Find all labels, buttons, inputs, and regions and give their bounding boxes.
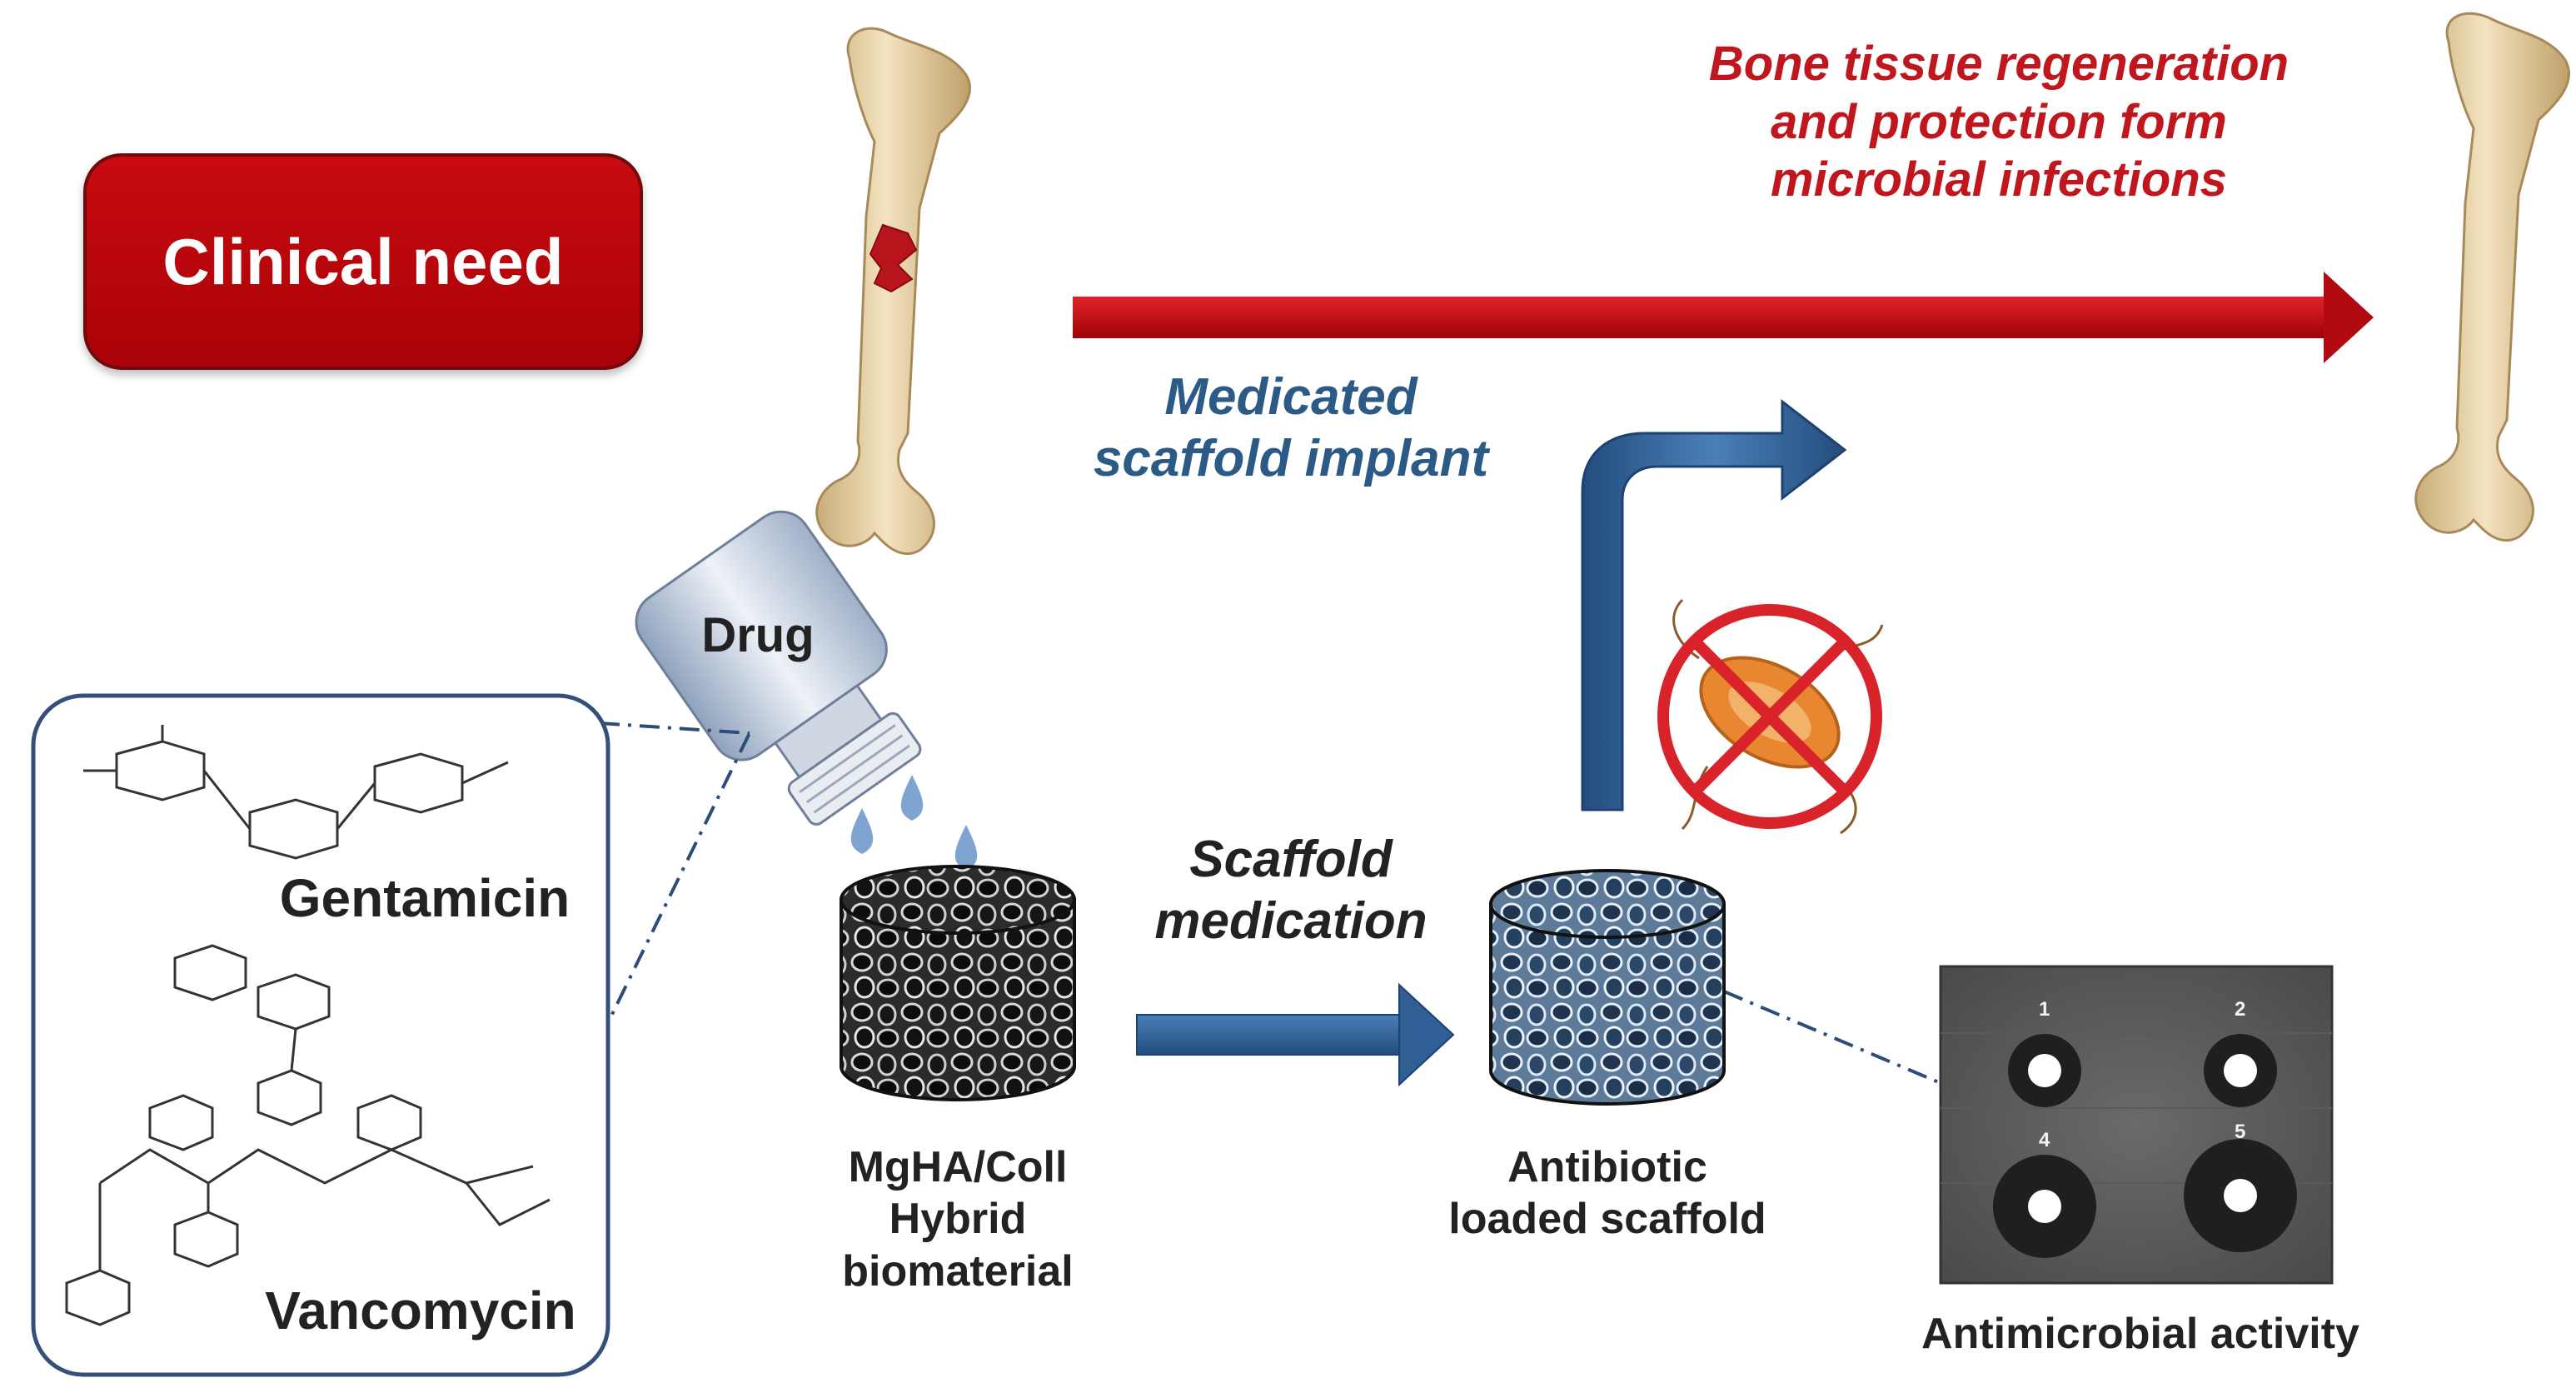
- scaffold-medication-label: Scaffold medication: [1124, 829, 1457, 953]
- mgha-label: MgHA/Coll Hybrid biomaterial: [800, 1141, 1116, 1297]
- gentamicin-label: Gentamicin: [279, 868, 571, 928]
- outcome-title-line: Bone tissue regeneration: [1708, 37, 2290, 91]
- antibiotic-scaffold-line: Antibiotic: [1507, 1143, 1707, 1191]
- antibiotic-scaffold-line: loaded scaffold: [1448, 1195, 1766, 1244]
- drug-drops: [850, 775, 978, 871]
- plate-label-5: 5: [2235, 1121, 2246, 1143]
- drug-vial-icon: [635, 510, 922, 826]
- clinical-need-label: Clinical need: [162, 224, 564, 298]
- mgha-label-line: biomaterial: [842, 1246, 1074, 1296]
- antimicrobial-plate: [1939, 965, 2334, 1285]
- implant-label-line: Medicated: [1164, 368, 1418, 426]
- connector-lines: [598, 721, 1941, 1085]
- outcome-title-line: and protection form: [1771, 94, 2227, 149]
- blue-implant-arrow: [1581, 398, 1847, 811]
- blue-medication-arrow: [1136, 982, 1455, 1087]
- fractured-femur-icon: [815, 27, 972, 556]
- vancomycin-structure-icon: [65, 944, 551, 1326]
- implant-label: Medicated scaffold implant: [1024, 367, 1557, 491]
- plate-label-2: 2: [2235, 998, 2246, 1021]
- mgha-label-line: Hybrid: [889, 1195, 1027, 1244]
- gentamicin-structure-icon: [83, 725, 509, 860]
- outcome-title: Bone tissue regeneration and protection …: [1582, 35, 2415, 209]
- antibiotic-scaffold-icon: [1489, 869, 1726, 1106]
- scaffold-medication-line: medication: [1154, 892, 1428, 951]
- red-progress-arrow: [1073, 272, 2374, 363]
- implant-label-line: scaffold implant: [1093, 430, 1489, 488]
- vancomycin-label: Vancomycin: [265, 1281, 576, 1341]
- no-bacteria-icon: [1657, 598, 1884, 835]
- drug-label: Drug: [701, 608, 815, 662]
- plate-label-1: 1: [2039, 998, 2050, 1021]
- molecule-panel: [31, 693, 610, 1377]
- scaffold-medication-line: Scaffold: [1189, 831, 1393, 888]
- plate-label-4: 4: [2039, 1129, 2050, 1151]
- scaffold-cylinder-icon: [840, 865, 1076, 1101]
- clinical-need-box: Clinical need: [83, 153, 643, 370]
- antimicrobial-activity-label: Antimicrobial activity: [1921, 1310, 2359, 1358]
- antibiotic-scaffold-label: Antibiotic loaded scaffold: [1416, 1141, 1799, 1246]
- outcome-title-line: microbial infections: [1771, 152, 2227, 207]
- healed-femur-icon: [2414, 12, 2571, 542]
- mgha-label-line: MgHA/Coll: [848, 1143, 1068, 1191]
